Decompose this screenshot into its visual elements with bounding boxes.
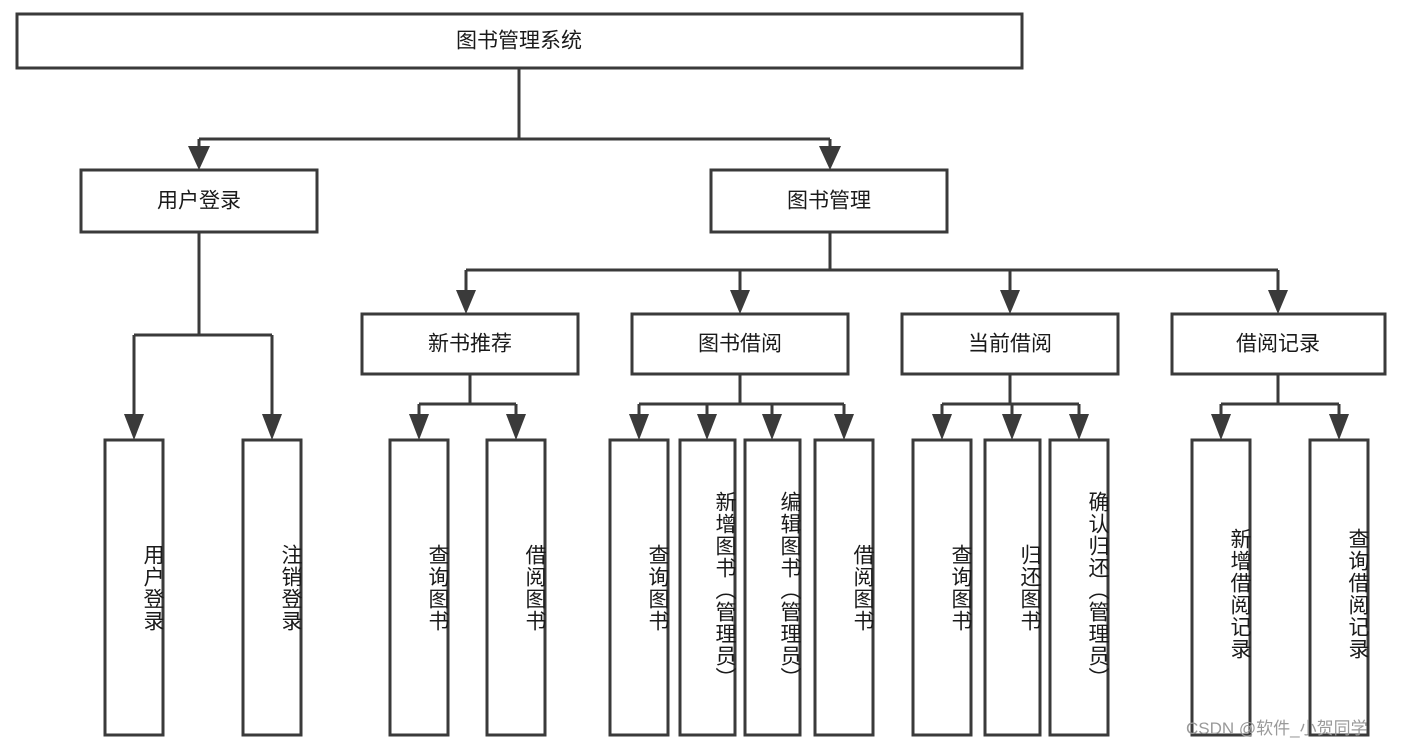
- arrow-icon-leaf-4: [506, 414, 526, 440]
- arrow-icon-leaf-11: [1069, 414, 1089, 440]
- arrow-icon-leaf-13: [1329, 414, 1349, 440]
- node-box-layer: [15, 12, 1387, 737]
- node-leaf-1[interactable]: [241, 438, 303, 737]
- arrow-icon-leaf-8: [834, 414, 854, 440]
- arrowhead-layer: [124, 146, 1349, 440]
- node-level3-3[interactable]: [1170, 312, 1387, 376]
- arrow-icon-leaf-1: [124, 414, 144, 440]
- node-leaf-5[interactable]: [678, 438, 737, 737]
- node-level3-3-label: 借阅记录: [1236, 333, 1320, 356]
- arrow-icon-leaf-3: [409, 414, 429, 440]
- node-level2-1[interactable]: [709, 168, 949, 234]
- node-leaf-11[interactable]: [1190, 438, 1252, 737]
- node-leaf-10[interactable]: [1048, 438, 1110, 737]
- node-level3-0[interactable]: [360, 312, 580, 376]
- node-level3-2-label: 当前借阅: [968, 333, 1052, 356]
- node-leaf-8[interactable]: [911, 438, 973, 737]
- arrow-icon-newbook: [456, 290, 476, 314]
- node-level2-0-label: 用户登录: [157, 190, 241, 213]
- node-level3-1-label: 图书借阅: [698, 333, 782, 356]
- node-leaf-2[interactable]: [388, 438, 450, 737]
- node-leaf-7[interactable]: [813, 438, 875, 737]
- node-root[interactable]: [15, 12, 1024, 70]
- node-level3-1[interactable]: [630, 312, 850, 376]
- arrow-icon-record: [1268, 290, 1288, 314]
- node-leaf-0[interactable]: [103, 438, 165, 737]
- node-leaf-9[interactable]: [983, 438, 1042, 737]
- arrow-icon-borrow: [730, 290, 750, 314]
- arrow-icon-userlogin: [188, 146, 210, 170]
- arrow-icon-leaf-5: [629, 414, 649, 440]
- arrow-icon-leaf-9: [932, 414, 952, 440]
- node-level2-1-label: 图书管理: [787, 190, 871, 213]
- node-leaf-3[interactable]: [485, 438, 547, 737]
- arrow-icon-current: [1000, 290, 1020, 314]
- arrow-icon-leaf-2: [262, 414, 282, 440]
- node-leaf-4[interactable]: [608, 438, 670, 737]
- arrow-icon-leaf-10: [1002, 414, 1022, 440]
- node-leaf-12[interactable]: [1308, 438, 1370, 737]
- csdn-watermark: CSDN @软件_小贺同学: [1186, 719, 1368, 738]
- node-leaf-6[interactable]: [743, 438, 802, 737]
- horizontal-label-layer: 图书管理系统 用户登录 图书管理 新书推荐 图书借阅 当前借阅 借阅记录: [157, 30, 1320, 356]
- arrow-icon-leaf-6: [697, 414, 717, 440]
- node-level3-2[interactable]: [900, 312, 1120, 376]
- arrow-icon-leaf-12: [1211, 414, 1231, 440]
- arrow-icon-leaf-7: [762, 414, 782, 440]
- node-level3-0-label: 新书推荐: [428, 333, 512, 356]
- node-root-label: 图书管理系统: [456, 30, 582, 53]
- arrow-icon-bookmgmt: [819, 146, 841, 170]
- node-level2-0[interactable]: [79, 168, 319, 234]
